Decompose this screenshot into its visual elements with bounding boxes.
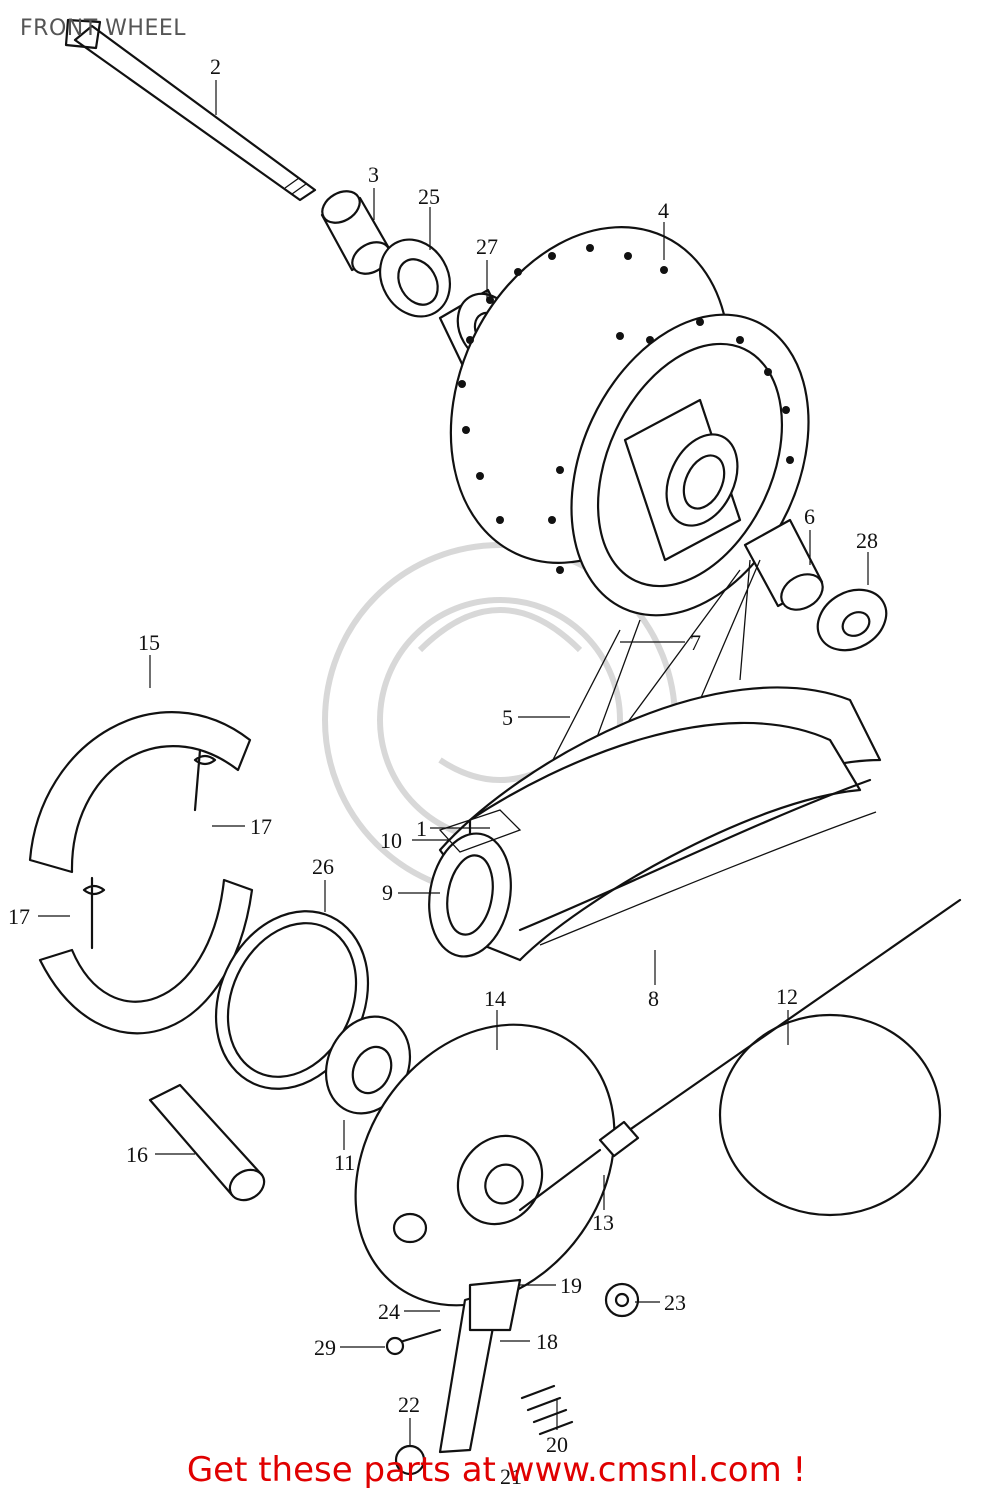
callout-5: 5 bbox=[502, 705, 513, 730]
part-collar-6 bbox=[743, 518, 824, 611]
callout-14: 14 bbox=[484, 986, 506, 1011]
callout-12: 12 bbox=[776, 984, 798, 1009]
callout-3: 3 bbox=[368, 162, 379, 187]
part-brake-cam-16 bbox=[148, 1083, 266, 1202]
callout-18: 18 bbox=[536, 1329, 558, 1354]
callout-11: 11 bbox=[334, 1150, 355, 1175]
part-hub-4 bbox=[449, 226, 810, 617]
callout-9: 9 bbox=[382, 880, 393, 905]
callout-7: 7 bbox=[690, 630, 701, 655]
callout-21: 21 bbox=[500, 1464, 522, 1489]
callout-6: 6 bbox=[804, 504, 815, 529]
callout-29: 29 bbox=[314, 1335, 336, 1360]
callout-10: 10 bbox=[380, 828, 402, 853]
part-small-hardware bbox=[394, 1282, 640, 1476]
diagram-title: FRONT WHEEL bbox=[20, 16, 186, 41]
callout-27: 27 bbox=[476, 234, 498, 259]
leader-lines bbox=[38, 80, 869, 1445]
part-seal-25 bbox=[379, 238, 451, 318]
part-brake-shoes bbox=[28, 711, 254, 1035]
callout-16: 16 bbox=[126, 1142, 148, 1167]
callout-23: 23 bbox=[664, 1290, 686, 1315]
spoke-holes bbox=[458, 244, 794, 574]
part-brake-arm-18 bbox=[385, 1278, 522, 1454]
callout-28: 28 bbox=[856, 528, 878, 553]
callout-22: 22 bbox=[398, 1392, 420, 1417]
callout-17a: 17 bbox=[250, 814, 272, 839]
callout-8: 8 bbox=[648, 986, 659, 1011]
callout-labels: 2 3 25 27 4 6 28 7 5 1 10 9 8 12 14 15 1… bbox=[8, 54, 878, 1489]
part-spokes bbox=[539, 559, 761, 786]
callout-26: 26 bbox=[312, 854, 334, 879]
callout-13: 13 bbox=[592, 1210, 614, 1235]
callout-15: 15 bbox=[138, 630, 160, 655]
callout-2: 2 bbox=[210, 54, 221, 79]
part-axle bbox=[64, 18, 317, 202]
callout-4: 4 bbox=[658, 198, 669, 223]
callout-19: 19 bbox=[560, 1273, 582, 1298]
part-speedo-cable-12 bbox=[518, 898, 962, 1217]
part-bearing-28 bbox=[816, 588, 888, 652]
promo-link[interactable]: Get these parts at www.cmsnl.com ! bbox=[186, 1450, 807, 1490]
part-tire-rim bbox=[428, 686, 882, 962]
callout-24: 24 bbox=[378, 1299, 400, 1324]
part-brake-panel-14 bbox=[354, 1023, 616, 1307]
callout-20: 20 bbox=[546, 1432, 568, 1457]
callout-1: 1 bbox=[416, 816, 427, 841]
callout-25: 25 bbox=[418, 184, 440, 209]
callout-17b: 17 bbox=[8, 904, 30, 929]
